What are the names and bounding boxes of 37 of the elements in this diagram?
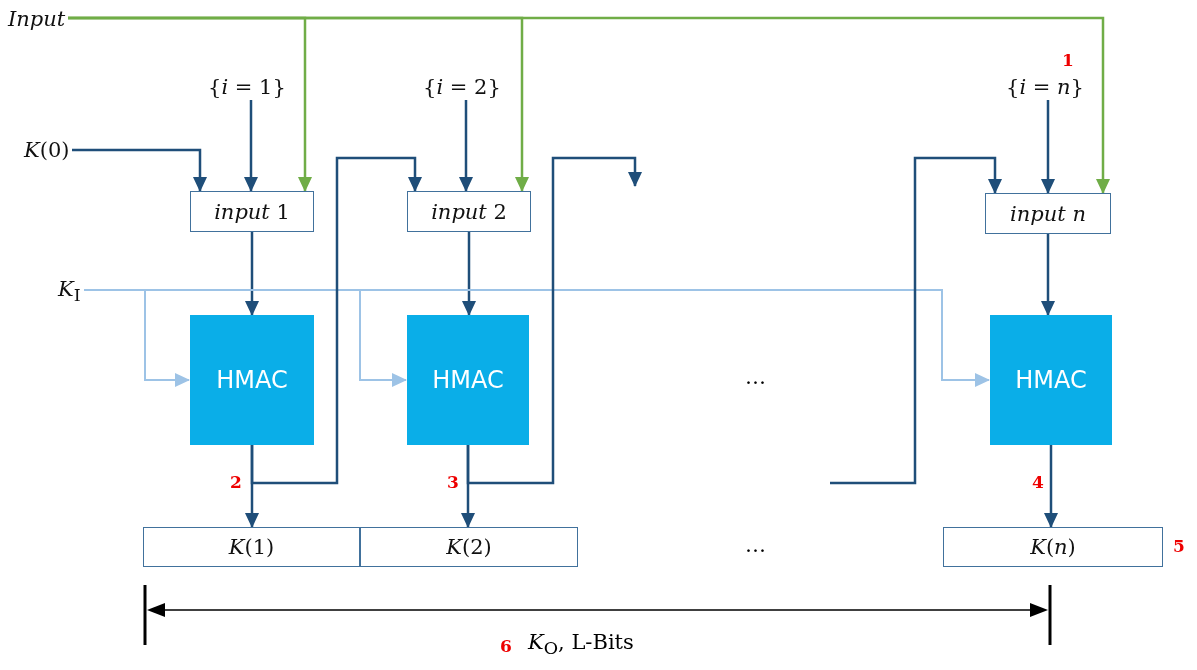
hmac-block: HMAC xyxy=(190,315,314,445)
arrow xyxy=(1041,100,1055,194)
arrow xyxy=(72,148,207,192)
counter-label: {i = 1} xyxy=(208,74,286,100)
hmac-block: HMAC xyxy=(990,315,1112,445)
arrow xyxy=(459,100,473,192)
callout-number: 3 xyxy=(447,472,459,492)
arrow xyxy=(245,232,259,316)
input-box: input 2 xyxy=(407,191,531,232)
callout-number: 6 xyxy=(500,636,512,656)
arrow xyxy=(1041,234,1055,316)
arrow xyxy=(83,289,990,387)
ellipsis: … xyxy=(745,533,766,557)
arrow xyxy=(466,156,642,485)
output-key-box: K(n) xyxy=(943,527,1163,567)
arrow xyxy=(68,16,1110,194)
input-box: input n xyxy=(985,193,1111,234)
arrow xyxy=(830,156,1002,485)
output-key-box: K(2) xyxy=(360,527,578,567)
arrow xyxy=(244,100,258,192)
key-label: K(0) xyxy=(24,137,70,163)
callout-number: 2 xyxy=(230,472,242,492)
counter-label: {i = 2} xyxy=(423,74,501,100)
callout-number: 4 xyxy=(1032,472,1044,492)
hmac-block: HMAC xyxy=(407,315,529,445)
output-key-box: K(1) xyxy=(143,527,360,567)
callout-number: 1 xyxy=(1062,50,1074,70)
arrow xyxy=(250,156,422,485)
counter-label: {i = n} xyxy=(1006,74,1084,100)
arrow xyxy=(462,232,476,316)
callout-number: 5 xyxy=(1173,536,1185,556)
ellipsis: … xyxy=(745,365,766,389)
arrow xyxy=(1044,445,1058,528)
key-label: K$_{I}$ xyxy=(58,276,81,309)
input-box: input 1 xyxy=(190,191,314,232)
dimension-label: K$_{O}$, L-Bits xyxy=(528,630,634,659)
input-label: Input xyxy=(8,6,66,32)
